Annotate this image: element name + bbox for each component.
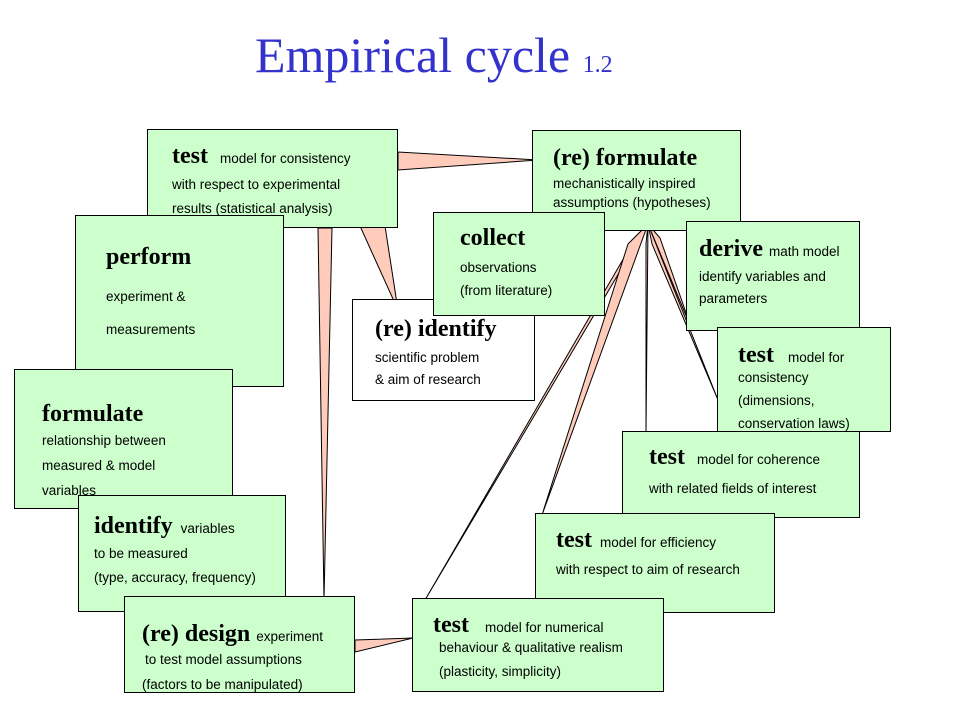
box-line: & aim of research: [375, 372, 481, 387]
box-line: variables: [42, 483, 97, 498]
box-line: with respect to aim of research: [556, 562, 740, 577]
box-test-efficiency: test model for efficiency with respect to…: [535, 513, 775, 613]
box-line: to test model assumptions: [145, 652, 302, 667]
box-line: (dimensions,: [738, 393, 815, 408]
box-line: (type, accuracy, frequency): [94, 570, 256, 585]
box-line: (from literature): [460, 283, 553, 298]
box-line: consistency: [738, 370, 809, 385]
box-test-numerical: test model for numerical behaviour & qual…: [412, 598, 664, 692]
box-design-experiment: (re) design experiment to test model assu…: [124, 596, 355, 693]
box-keyword-rest: model for numerical: [484, 620, 604, 635]
page-title: Empirical cycle 1.2: [255, 30, 613, 80]
wedge-formulate-to-coherence: [645, 223, 649, 433]
box-line: with respect to experimental: [172, 177, 341, 192]
box-line: measured & model: [42, 458, 156, 473]
box-keyword-rest: model for efficiency: [599, 535, 717, 550]
box-keyword: formulate: [42, 401, 144, 427]
box-test-coherence: test model for coherence with related fie…: [622, 431, 860, 518]
wedge-test-consistency-to-design: [317, 227, 333, 601]
box-keyword-rest: math model: [768, 244, 840, 259]
box-line: experiment &: [106, 289, 186, 304]
box-keyword: collect: [460, 225, 526, 251]
box-line: scientific problem: [375, 350, 480, 365]
box-keyword: (re) formulate: [553, 145, 698, 171]
box-line: results (statistical analysis): [172, 201, 333, 216]
box-keyword-rest: variables: [180, 521, 235, 536]
box-line: behaviour & qualitative realism: [439, 640, 623, 655]
box-line: with related fields of interest: [649, 481, 817, 496]
box-line: (plasticity, simplicity): [439, 664, 562, 679]
wedge-test-consistency-to-formulate: [397, 151, 539, 171]
box-formulate-relationship: formulate relationship between measured …: [14, 369, 233, 509]
box-line: assumptions (hypotheses): [553, 195, 711, 210]
box-keyword: test: [172, 143, 208, 169]
box-line: to be measured: [94, 546, 188, 561]
box-keyword: test: [649, 444, 685, 470]
wedge-formulate-to-efficiency: [541, 223, 649, 516]
box-formulate-hypotheses: (re) formulate mechanistically inspired …: [532, 130, 741, 231]
box-keyword: test: [556, 527, 592, 553]
box-keyword: derive: [699, 236, 763, 262]
box-line: measurements: [106, 322, 196, 337]
box-identify-problem: (re) identify scientific problem & aim o…: [352, 299, 535, 401]
box-keyword-rest: model for coherence: [696, 452, 821, 467]
box-line: conservation laws): [738, 416, 850, 431]
box-line: parameters: [699, 291, 768, 306]
wedge-formulate-to-dimensions: [647, 223, 719, 401]
box-keyword: (re) design: [142, 621, 251, 647]
box-keyword: test: [738, 342, 774, 368]
wedge-formulate-to-derive: [647, 223, 693, 331]
box-collect: collect observations (from literature): [433, 212, 605, 316]
box-perform: perform experiment & measurements: [75, 215, 284, 387]
box-keyword-rest: experiment: [256, 629, 324, 644]
box-line: relationship between: [42, 433, 166, 448]
box-keyword-rest: model for consistency: [219, 151, 351, 166]
wedge-design-to-numerical: [354, 637, 414, 653]
box-line: observations: [460, 260, 537, 275]
box-keyword: identify: [94, 513, 173, 539]
box-keyword: (re) identify: [375, 316, 497, 342]
title-text: Empirical cycle: [255, 27, 571, 83]
box-line: identify variables and: [699, 269, 826, 284]
box-line: mechanistically inspired: [553, 176, 696, 191]
box-keyword: test: [433, 612, 469, 638]
wedge-test-consistency-to-identify: [359, 225, 399, 311]
box-keyword: perform: [106, 244, 192, 270]
box-keyword-rest: model for: [787, 350, 845, 365]
box-test-consistency: test model for consistency with respect t…: [147, 129, 398, 228]
box-identify-variables: identify variables to be measured (type, …: [78, 495, 286, 612]
title-version: 1.2: [582, 52, 613, 78]
box-line: (factors to be manipulated): [142, 677, 303, 692]
box-test-dimensions: test model for consistency (dimensions, c…: [717, 327, 891, 432]
